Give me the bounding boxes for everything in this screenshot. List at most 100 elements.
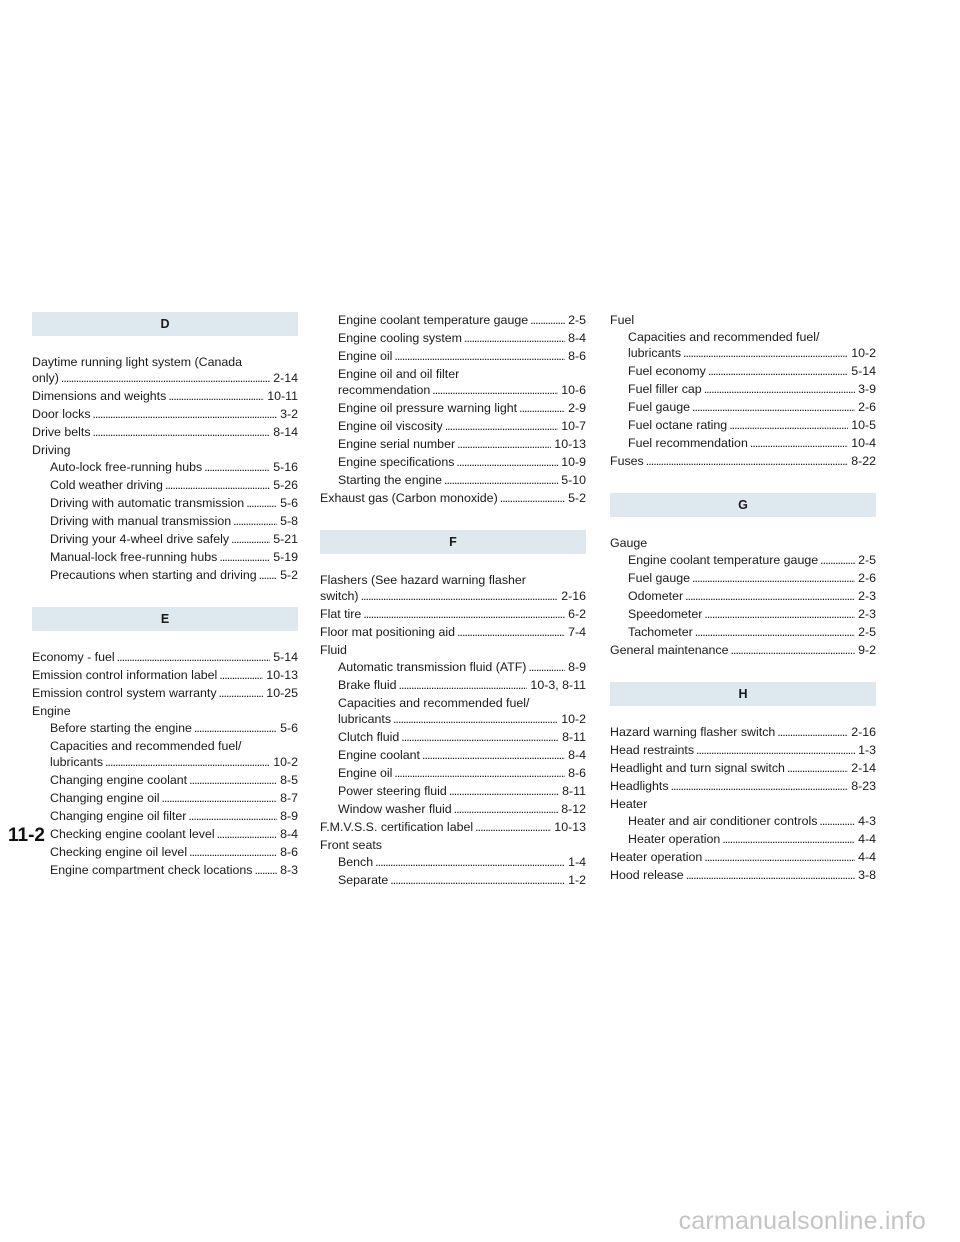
entry-text: Driving with manual transmission xyxy=(50,514,232,528)
page-ref: 5-21 xyxy=(273,532,298,546)
index-entry: Economy - fuel5-14 xyxy=(32,649,298,665)
index-subentry: Engine oil viscosity10-7 xyxy=(320,418,586,434)
section-spacer xyxy=(32,336,298,354)
index-subentry: Engine coolant temperature gauge2-5 xyxy=(610,552,876,568)
page-ref: 8-11 xyxy=(562,730,586,744)
index-subentry: Engine oil and oil filterrecommendation1… xyxy=(320,366,586,398)
page-ref: 3-8 xyxy=(858,868,876,882)
page-ref: 2-6 xyxy=(858,571,876,585)
dot-leader xyxy=(457,624,565,640)
dot-leader xyxy=(692,399,855,415)
dot-leader xyxy=(219,667,263,683)
index-subentry: Automatic transmission fluid (ATF)8-9 xyxy=(320,659,586,675)
index-subentry: Engine cooling system8-4 xyxy=(320,330,586,346)
index-entry: Drive belts8-14 xyxy=(32,424,298,440)
index-subentry: Engine oil8-6 xyxy=(320,348,586,364)
entry-text: Flashers (See hazard warning flasher xyxy=(320,573,526,587)
entry-text: Engine compartment check locations xyxy=(50,863,253,877)
entry-text: Brake fluid xyxy=(338,678,397,692)
page-ref: 5-16 xyxy=(273,460,298,474)
page-ref: 7-4 xyxy=(568,625,586,639)
entry-text: Exhaust gas (Carbon monoxide) xyxy=(320,491,498,505)
dot-leader xyxy=(117,649,271,665)
page-ref: 3-9 xyxy=(858,382,876,396)
page-ref: 4-4 xyxy=(858,850,876,864)
entry-text: Automatic transmission fluid (ATF) xyxy=(338,660,527,674)
entry-text: Emission control information label xyxy=(32,668,218,682)
dot-leader xyxy=(530,312,565,328)
entry-text: Heater and air conditioner controls xyxy=(628,814,818,828)
dot-leader xyxy=(787,760,848,776)
entry-line: lubricants10-2 xyxy=(628,345,876,361)
entry-text: Heater xyxy=(610,797,648,811)
entry-text: Changing engine coolant xyxy=(50,773,188,787)
entry-text: Changing engine oil filter xyxy=(50,809,187,823)
index-subentry: Driving with automatic transmission5-6 xyxy=(32,495,298,511)
index-subentry: Engine serial number10-13 xyxy=(320,436,586,452)
dot-leader xyxy=(445,418,559,434)
entry-text: Starting the engine xyxy=(338,473,443,487)
page-ref: 10-5 xyxy=(851,418,876,432)
dot-leader xyxy=(820,552,855,568)
index-subentry: Fuel recommendation10-4 xyxy=(610,435,876,451)
index-entry: Heater operation4-4 xyxy=(610,849,876,865)
dot-leader xyxy=(519,400,565,416)
index-subentry: Checking engine oil level8-6 xyxy=(32,844,298,860)
entry-text: Changing engine oil xyxy=(50,791,160,805)
page-ref: 10-13 xyxy=(266,668,298,682)
page-ref: 2-5 xyxy=(858,625,876,639)
section-spacer xyxy=(320,554,586,572)
dot-leader xyxy=(375,854,565,870)
index-subentry: Fuel economy5-14 xyxy=(610,363,876,379)
dot-leader xyxy=(704,849,855,865)
index-entry: Fuel xyxy=(610,312,876,328)
entry-text: Heater operation xyxy=(628,832,721,846)
page-ref: 5-8 xyxy=(280,514,298,528)
entry-text: Emission control system warranty xyxy=(32,686,217,700)
page-ref: 5-14 xyxy=(273,650,298,664)
page-ref: 8-4 xyxy=(568,748,586,762)
entry-text-cont: switch) xyxy=(320,589,359,603)
entry-line: recommendation10-6 xyxy=(338,382,586,398)
index-subentry: Clutch fluid 8-11 xyxy=(320,729,586,745)
entry-text: Engine oil pressure warning light xyxy=(338,401,518,415)
entry-text: Fuel octane rating xyxy=(628,418,728,432)
entry-text-cont: only) xyxy=(32,371,59,385)
page-ref: 10-4 xyxy=(851,436,876,450)
page-number: 11-2 xyxy=(8,825,45,846)
dot-leader xyxy=(500,490,565,506)
index-subentry: Capacities and recommended fuel/lubrican… xyxy=(32,738,298,770)
dot-leader xyxy=(457,436,551,452)
index-subentry: Brake fluid10-3, 8-11 xyxy=(320,677,586,693)
page-ref: 5-2 xyxy=(280,568,298,582)
section-letter-g: G xyxy=(610,493,876,517)
page-ref: 2-9 xyxy=(568,401,586,415)
index-subentry: Fuel filler cap3-9 xyxy=(610,381,876,397)
page-ref: 10-7 xyxy=(561,419,586,433)
entry-text: Headlights xyxy=(610,779,669,793)
page-ref: 8-6 xyxy=(568,766,586,780)
section-spacer xyxy=(32,585,298,607)
page-ref: 10-9 xyxy=(561,455,586,469)
entry-text: Hazard warning flasher switch xyxy=(610,725,776,739)
dot-leader xyxy=(204,459,270,475)
dot-leader xyxy=(708,363,848,379)
index-entry: Driving xyxy=(32,442,298,458)
dot-leader xyxy=(219,549,270,565)
page-ref: 10-25 xyxy=(266,686,298,700)
index-entry: Headlight and turn signal switch2-14 xyxy=(610,760,876,776)
entry-text: Clutch fluid xyxy=(338,730,400,744)
page-ref: 8-11 xyxy=(562,784,586,798)
watermark: carmanualsonline.info xyxy=(678,1207,926,1235)
entry-text: Head restraints xyxy=(610,743,695,757)
page-ref: 2-6 xyxy=(858,400,876,414)
index-entry: Gauge xyxy=(610,535,876,551)
entry-line: lubricants10-2 xyxy=(338,711,586,727)
dot-leader xyxy=(729,417,848,433)
index-subentry: Heater operation4-4 xyxy=(610,831,876,847)
index-entry: Emission control information label 10-13 xyxy=(32,667,298,683)
index-entry: Dimensions and weights10-11 xyxy=(32,388,298,404)
index-subentry: Checking engine coolant level8-4 xyxy=(32,826,298,842)
index-subentry: Engine coolant8-4 xyxy=(320,747,586,763)
index-subentry: Capacities and recommended fuel/lubrican… xyxy=(610,329,876,361)
